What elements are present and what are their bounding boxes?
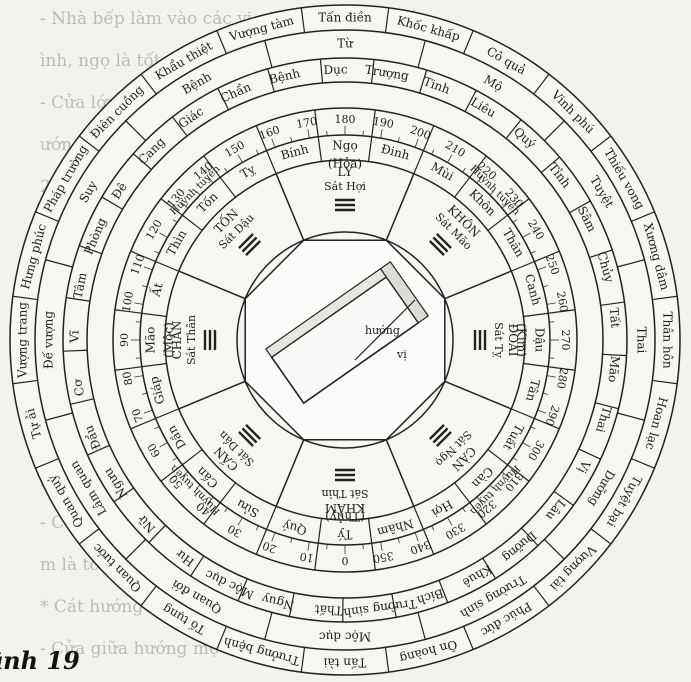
degree-label: 80 xyxy=(120,370,135,386)
degree-label: 180 xyxy=(335,113,356,126)
element-label: (Mộc) xyxy=(162,322,176,358)
trigram-star: Sát Tỵ xyxy=(492,322,505,358)
inner-ring-label: Thất xyxy=(314,602,343,619)
inner-ring-label: Dục xyxy=(323,62,348,77)
inner-ring-label: Tất xyxy=(607,307,624,329)
outer-ring-label: Tấn điền xyxy=(318,10,372,25)
figure-caption: ình 19 xyxy=(0,646,80,675)
element-label: (Thủy) xyxy=(325,510,365,524)
middle-ring-label: Đế vượng xyxy=(41,311,56,369)
inner-ring-label: Cơ xyxy=(70,378,87,397)
element-label: (Hỏa) xyxy=(328,157,362,171)
middle-ring-label: Thai xyxy=(635,327,649,354)
inner-ring-label: Mão xyxy=(606,355,623,383)
trigram-star: Sát Thân xyxy=(185,315,198,365)
mountain-label: Mão xyxy=(144,327,158,354)
trigram-star: Sát Hợi xyxy=(324,180,366,193)
outer-ring-label: Tấn tài xyxy=(323,656,366,671)
degree-label: 0 xyxy=(342,554,349,567)
mountain-label: Dậu xyxy=(533,328,547,353)
inner-ring-label: Vĩ xyxy=(67,330,81,344)
trigram-star: Sát Thìn xyxy=(321,487,368,500)
direction-vi: vị xyxy=(396,348,407,361)
direction-huong: hướng xyxy=(365,324,400,337)
outer-ring-label: Vượng trang xyxy=(16,302,30,379)
middle-ring-label: Từ xyxy=(337,37,354,51)
middle-ring-label: Mộc dục xyxy=(319,630,371,644)
degree-label: 90 xyxy=(118,333,131,347)
mountain-label: Ngọ xyxy=(332,139,357,153)
degree-label: 270 xyxy=(559,330,572,351)
element-label: (Kim) xyxy=(515,323,529,357)
outer-ring-label: Thân hôn xyxy=(661,311,675,368)
mountain-label: Tý xyxy=(337,528,352,542)
degree-label: 10 xyxy=(299,550,315,565)
